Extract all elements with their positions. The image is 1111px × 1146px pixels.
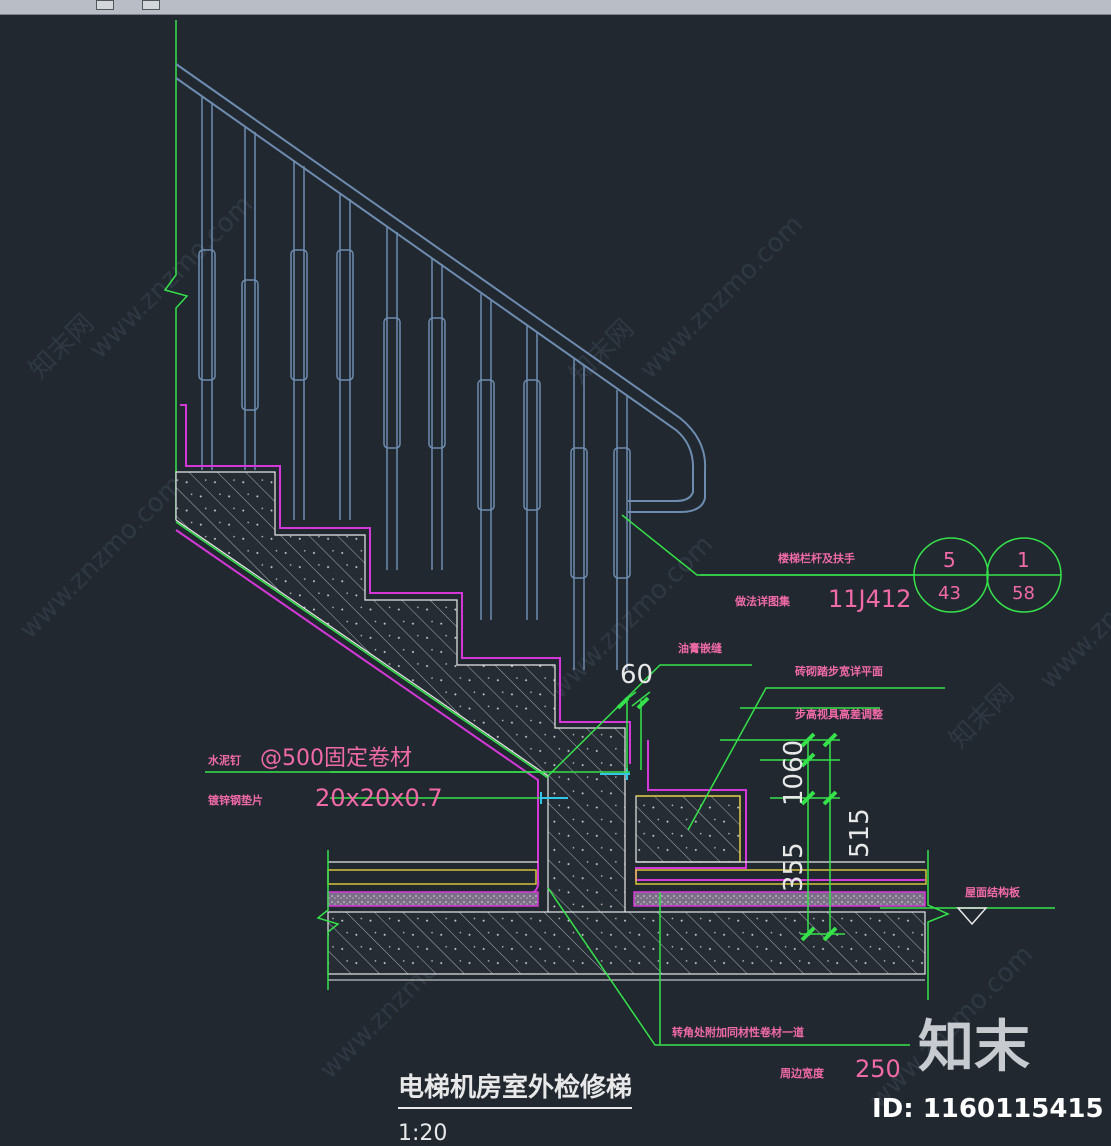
step-adjust-label: 步高视具高差调整 (795, 707, 883, 721)
yellow-layer (636, 795, 741, 862)
watermark-text: www.znzmo.com (84, 190, 259, 365)
level-symbol (956, 907, 988, 926)
brand-logo: 知末 ID: 1160115415 (872, 1015, 1104, 1124)
watermark-text: www.znzmo.com (14, 470, 189, 645)
annotations: 楼梯栏杆及扶手 做法详图集 11J412 5 43 1 58 油膏嵌缝 60 砖… (208, 548, 1035, 1146)
watermark-text: 知末网 (944, 679, 1020, 755)
window-button[interactable] (96, 0, 114, 10)
washer-spec: 20x20x0.7 (315, 784, 443, 812)
dim-515: 515 (845, 808, 875, 858)
dim-60: 60 (620, 660, 653, 690)
railing-ref-code: 11J412 (828, 585, 911, 613)
break-line (163, 20, 189, 520)
ref1-bottom: 43 (938, 583, 961, 604)
drawing-title: 电梯机房室外检修梯 (398, 1072, 632, 1103)
dim-ticks (616, 696, 838, 942)
roof-slab-label: 屋面结构板 (965, 885, 1021, 899)
cement-nail-label: 水泥钉 (208, 753, 241, 767)
dim-250: 250 (855, 1055, 901, 1083)
handrail (175, 63, 707, 513)
logo-text: 知末 (918, 1015, 1030, 1080)
railing-ref-label: 做法详图集 (734, 594, 791, 608)
washer-label: 镀锌钢垫片 (208, 793, 263, 807)
dim-355: 355 (779, 842, 809, 892)
ref2-top: 1 (1017, 548, 1030, 572)
watermark-layer: www.znzmo.com www.znzmo.com www.znzmo.co… (14, 190, 1111, 1115)
green-edge (175, 521, 549, 779)
ref1-top: 5 (943, 548, 956, 572)
corner-note-label: 转角处附加同材性卷材一道 (672, 1025, 804, 1039)
cement-nail-spec: @500固定卷材 (260, 746, 412, 771)
railing-label: 楼梯栏杆及扶手 (778, 551, 855, 565)
reference-circles (913, 537, 1062, 613)
edge-width-label: 周边宽度 (780, 1066, 825, 1080)
drawing-scale: 1:20 (398, 1121, 447, 1146)
dim-1060: 1060 (779, 740, 809, 806)
window-button[interactable] (142, 0, 160, 10)
window-title-bar (0, 0, 1111, 15)
sealant-label: 油膏嵌缝 (678, 641, 722, 655)
waterproof-outline (180, 404, 631, 764)
cad-drawing-canvas[interactable]: www.znzmo.com www.znzmo.com www.znzmo.co… (0, 15, 1111, 1146)
stair-concrete (175, 471, 626, 931)
ref2-bottom: 58 (1012, 583, 1035, 604)
floor-layers (316, 850, 950, 1000)
step-level-label: 砖砌踏步宽详平面 (795, 664, 883, 678)
leader-lines (205, 514, 1055, 1046)
watermark-text: www.znzmo.com (634, 210, 809, 385)
watermark-text: www.znzmo.com (1034, 520, 1111, 695)
id-text: ID: 1160115415 (872, 1094, 1104, 1124)
balusters (198, 96, 631, 670)
